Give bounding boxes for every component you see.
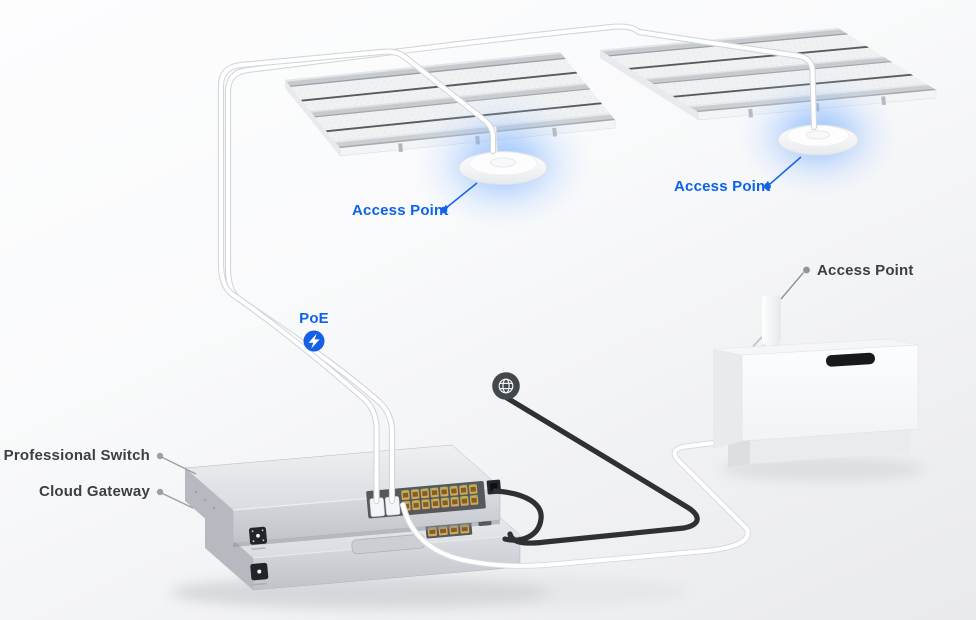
port-led	[417, 500, 420, 503]
port-led	[431, 499, 434, 501]
ap2-connector-dot	[764, 183, 771, 190]
antenna	[750, 289, 782, 351]
label-poe: PoE	[299, 310, 329, 327]
label-access-point-1: Access Point	[352, 202, 449, 219]
port-led	[475, 495, 478, 498]
port-led	[420, 489, 423, 491]
box-front	[741, 344, 919, 442]
ethernet-port-slot	[413, 502, 419, 508]
outdoor-ap-device	[712, 289, 919, 468]
port-led	[459, 485, 462, 488]
lightning-bolt-icon	[308, 333, 320, 349]
ap2-connector-line	[769, 156, 802, 185]
port-led	[466, 496, 468, 498]
port-led	[412, 500, 414, 503]
port-led	[437, 498, 439, 501]
gateway-connector-line	[162, 492, 194, 509]
ethernet-port-slot	[461, 498, 468, 504]
port-led	[465, 485, 467, 487]
box-base	[750, 429, 910, 464]
ethernet-port-slot	[442, 500, 448, 506]
ethernet-port-slot	[460, 487, 467, 493]
ethernet-port-slot	[471, 497, 477, 503]
port-led	[470, 495, 472, 498]
port-led	[450, 497, 453, 500]
ethernet-port-slot	[461, 526, 468, 532]
ethernet-port-slot	[470, 486, 476, 492]
switch-connector-dot	[156, 452, 164, 460]
dark-cables	[492, 395, 700, 546]
internet-cable	[504, 395, 700, 546]
port-led	[436, 487, 438, 490]
poe-badge	[303, 330, 325, 352]
ethernet-port-slot	[451, 488, 457, 494]
ethernet-port-slot	[431, 490, 438, 496]
port-led	[469, 484, 471, 487]
label-access-point-2: Access Point	[674, 178, 771, 195]
port-led	[426, 488, 429, 491]
ethernet-port-slot	[423, 501, 429, 508]
ethernet-port-slot	[452, 499, 458, 505]
internet-badge	[492, 372, 520, 400]
ap1-connector-dot	[440, 206, 448, 214]
cable-switch-to-outdoor-ap-core	[401, 435, 762, 568]
port-led	[446, 497, 449, 500]
port-led	[427, 499, 430, 502]
ethernet-port-slot	[441, 489, 447, 495]
port-led	[456, 496, 459, 499]
poe-cables	[217, 23, 818, 505]
ceiling-ap-1	[458, 125, 548, 185]
label-access-point-3: Access Point	[817, 262, 914, 279]
patch-cable-loop	[492, 488, 544, 543]
ethernet-port-slot	[432, 501, 439, 507]
label-cloud-gateway: Cloud Gateway	[39, 483, 150, 500]
port-led	[416, 489, 419, 492]
ethernet-port-slot	[429, 529, 436, 535]
port-led	[474, 484, 477, 487]
label-connectors	[156, 156, 810, 509]
port-led	[411, 489, 413, 492]
port-led	[401, 490, 404, 493]
port-led	[440, 487, 442, 490]
port-led	[407, 490, 409, 493]
box-handle-slot	[826, 352, 875, 367]
gateway-connector-dot	[156, 488, 164, 496]
ethernet-port-slot	[439, 528, 447, 534]
ethernet-port-slot	[412, 491, 418, 497]
port-led	[441, 498, 443, 501]
port-led	[455, 485, 458, 488]
ap3-connector-dot	[803, 266, 810, 274]
ceiling-ap-2	[777, 103, 859, 156]
ap1-connector-line	[445, 182, 478, 209]
port-led	[460, 496, 463, 499]
professional-switch-device	[184, 444, 502, 550]
label-professional-switch: Professional Switch	[3, 447, 150, 464]
port-led	[421, 499, 424, 502]
globe-icon	[498, 378, 514, 394]
switch-ports	[401, 484, 479, 511]
port-led	[445, 486, 448, 489]
ethernet-port-slot	[450, 527, 458, 533]
port-led	[449, 486, 452, 489]
box-left	[713, 349, 742, 449]
ap3-connector-line	[780, 272, 805, 300]
switch-connector-line	[162, 456, 197, 475]
ethernet-port-slot	[402, 492, 409, 498]
ethernet-port-slot	[422, 490, 428, 497]
port-led	[430, 488, 433, 490]
port-led	[408, 501, 410, 503]
